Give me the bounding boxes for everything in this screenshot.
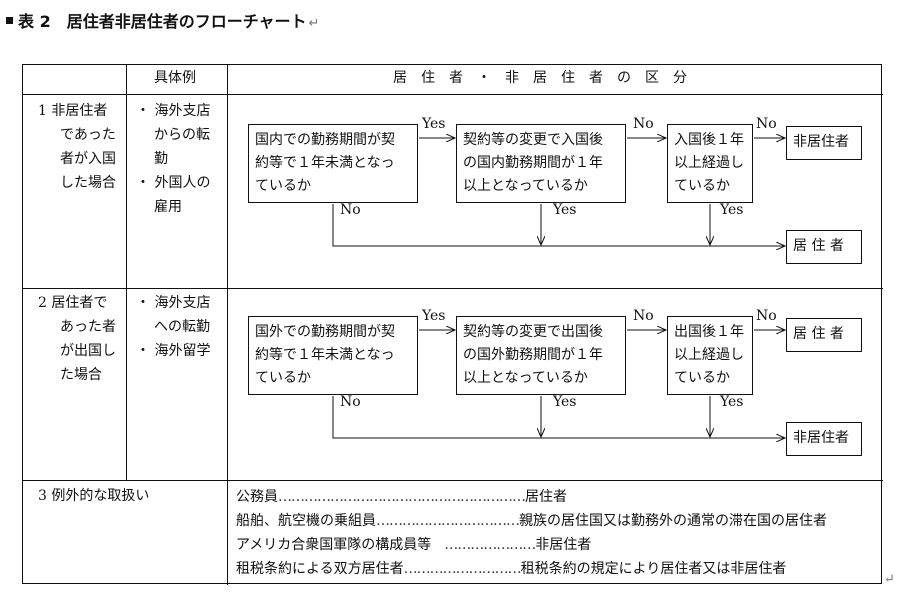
- header-division: 居 住 者 ・ 非 居 住 者 の 区 分: [393, 70, 687, 86]
- example-line: ・ 外国人の: [136, 175, 211, 191]
- box-line: 以上経過し: [674, 347, 744, 363]
- exception-row: アメリカ合衆国軍隊の構成員等 …………………非居住者: [236, 533, 591, 557]
- s1-question-box-2: 契約等の変更で入国後 の国内勤務期間が１年 以上となっているか: [456, 124, 626, 203]
- exception-row: 船舶、航空機の乗組員……………………………親族の居住国又は勤務外の通常の滞在国の…: [236, 509, 827, 533]
- box-line: 以上経過し: [674, 155, 744, 171]
- col1-divider: [126, 64, 127, 481]
- exception-right: 居住者: [525, 489, 567, 505]
- box-line: 契約等の変更で出国後: [463, 324, 603, 340]
- exception-row: 租税条約による双方居住者………………………租税条約の規定により居住者又は非居住者: [236, 557, 786, 581]
- example-line: 雇用: [154, 199, 182, 215]
- s1-no-label-3: No: [756, 116, 777, 132]
- exception-row: 公務員…………………………………………………居住者: [236, 485, 567, 509]
- s1-yes-label-1: Yes: [422, 116, 446, 132]
- exception-right: 非居住者: [535, 537, 592, 553]
- s1-question-box-1: 国内での勤務期間が契 約等で１年未満となっ ているか: [248, 124, 418, 203]
- case-line: た場合: [60, 367, 102, 383]
- header-example: 具体例: [154, 70, 196, 86]
- s2-no-label-1: No: [340, 394, 361, 410]
- box-line: 国内での勤務期間が契: [255, 132, 395, 148]
- exception-left: 公務員: [236, 489, 278, 505]
- example-line: ・ 海外留学: [136, 343, 211, 359]
- box-line: ているか: [674, 178, 730, 194]
- box-line: の国内勤務期間が１年: [463, 155, 603, 171]
- box-line: 約等で１年未満となっ: [255, 347, 395, 363]
- section3-case: 3 例外的な取扱い: [38, 488, 150, 504]
- s1-no-label-1: No: [340, 202, 361, 218]
- table-title: 表 2 居住者非居住者のフローチャート↵: [6, 8, 319, 32]
- exception-left: アメリカ合衆国軍隊の構成員等: [236, 537, 432, 553]
- example-line: からの転: [154, 127, 210, 143]
- box-line: 約等で１年未満となっ: [255, 155, 395, 171]
- s2-yes-label-2: Yes: [553, 394, 577, 410]
- exception-right: 租税条約の規定により居住者又は非居住者: [520, 561, 787, 577]
- s1-result-bottom: 居 住 者: [786, 230, 862, 264]
- exception-left: 船舶、航空機の乗組員: [236, 513, 376, 529]
- box-line: ているか: [255, 178, 311, 194]
- s2-result-top: 居 住 者: [786, 318, 862, 352]
- exception-right: 親族の居住国又は勤務外の通常の滞在国の居住者: [519, 513, 827, 529]
- col2-divider: [227, 64, 228, 585]
- box-line: 入国後１年: [674, 132, 744, 148]
- case-line: した場合: [60, 175, 116, 191]
- case-line: 1 非居住者: [38, 103, 108, 119]
- case-line: 2 居住者で: [38, 295, 108, 311]
- box-line: 以上となっているか: [463, 178, 588, 194]
- s2-yes-label-1: Yes: [422, 308, 446, 324]
- box-line: ているか: [674, 370, 730, 386]
- leader-dots: …………………………………………………: [278, 489, 526, 505]
- case-line: が出国し: [60, 343, 116, 359]
- paragraph-mark-icon: ↵: [308, 16, 320, 31]
- box-line: 出国後１年: [674, 324, 744, 340]
- box-line: 国外での勤務期間が契: [255, 324, 395, 340]
- leader-dots: ……………………………: [376, 513, 520, 529]
- row2-divider: [22, 480, 883, 481]
- example-line: 勤: [154, 151, 168, 167]
- case-line: あった者: [60, 319, 116, 335]
- s1-no-label-2: No: [633, 116, 654, 132]
- s2-yes-label-3: Yes: [720, 394, 744, 410]
- s1-question-box-3: 入国後１年 以上経過し ているか: [667, 124, 753, 203]
- leader-dots: …………………: [431, 537, 536, 553]
- s2-no-label-3: No: [756, 308, 777, 324]
- s2-question-box-3: 出国後１年 以上経過し ているか: [667, 316, 753, 395]
- s1-result-top: 非居住者: [786, 126, 862, 160]
- case-line: 者が入国: [60, 151, 116, 167]
- s2-no-label-2: No: [633, 308, 654, 324]
- example-line: ・ 海外支店: [136, 295, 211, 311]
- exception-left: 租税条約による双方居住者: [236, 561, 404, 577]
- s2-question-box-2: 契約等の変更で出国後 の国外勤務期間が１年 以上となっているか: [456, 316, 626, 395]
- box-line: の国外勤務期間が１年: [463, 347, 603, 363]
- table-frame: [22, 64, 882, 584]
- s1-yes-label-2: Yes: [553, 202, 577, 218]
- s2-question-box-1: 国外での勤務期間が契 約等で１年未満となっ ているか: [248, 316, 418, 395]
- example-line: への転勤: [154, 319, 210, 335]
- s1-yes-label-3: Yes: [720, 202, 744, 218]
- box-line: 契約等の変更で入国後: [463, 132, 603, 148]
- case-line: であった: [60, 127, 116, 143]
- end-paragraph-mark-icon: ↵: [884, 572, 895, 587]
- example-line: ・ 海外支店: [136, 103, 211, 119]
- square-bullet-icon: [6, 17, 13, 24]
- row1-divider: [22, 288, 883, 289]
- s2-result-bottom: 非居住者: [786, 422, 862, 456]
- header-divider: [22, 94, 883, 95]
- leader-dots: ………………………: [403, 561, 522, 577]
- box-line: ているか: [255, 370, 311, 386]
- table-title-text: 表 2 居住者非居住者のフローチャート: [18, 12, 307, 31]
- box-line: 以上となっているか: [463, 370, 588, 386]
